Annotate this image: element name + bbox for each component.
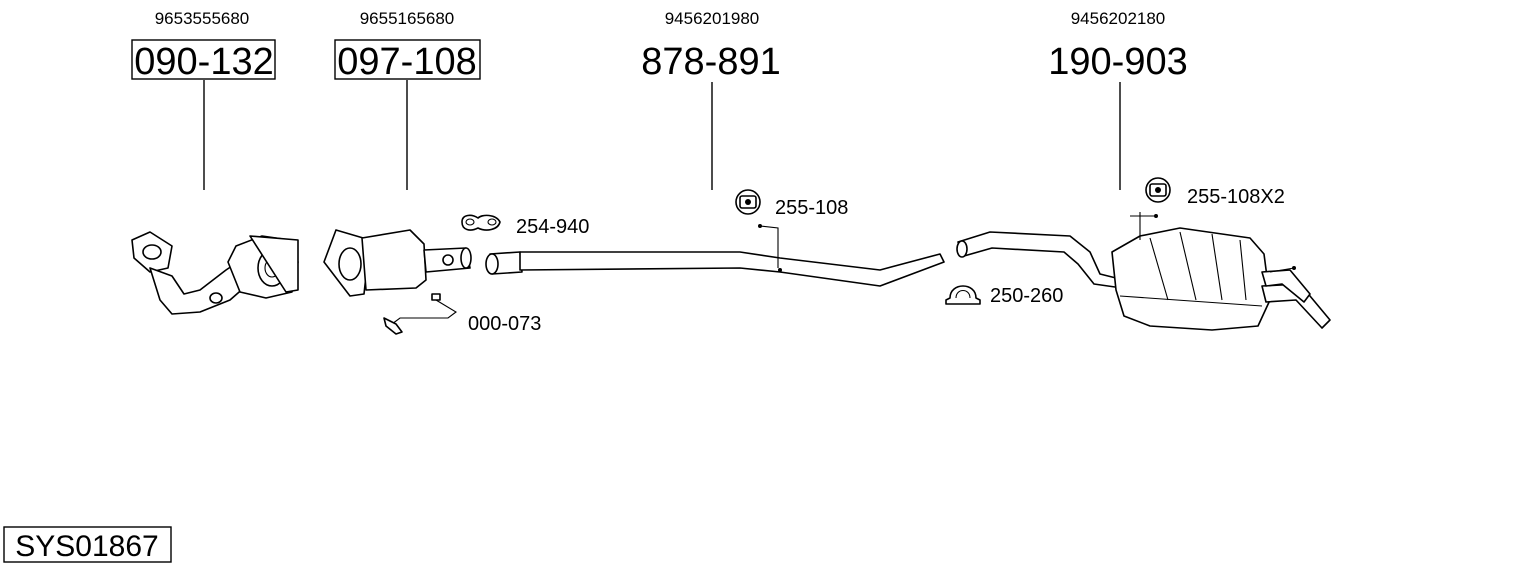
rear-silencer-drawing	[956, 212, 1331, 331]
system-code-label: SYS01867	[15, 530, 158, 563]
accessory-000-073[interactable]: 000-073	[383, 293, 541, 335]
part-090-132-group[interactable]: 9653555680 090-132	[131, 9, 299, 315]
rubber-mount-icon	[735, 189, 761, 215]
part-number-label: 190-903	[1048, 41, 1187, 83]
u-clamp-icon	[945, 285, 981, 305]
catalytic-converter-drawing	[323, 229, 472, 297]
accessory-255-108x2[interactable]: 255-108X2	[1145, 177, 1285, 208]
part-878-891-group[interactable]: 9456201980 878-891	[485, 9, 945, 287]
accessory-number-label: 000-073	[468, 313, 541, 335]
accessory-number-label: 250-260	[990, 285, 1063, 307]
part-number-box	[334, 39, 481, 80]
manifold-catalyst-drawing	[131, 231, 299, 315]
clamp-icon	[461, 214, 501, 231]
part-097-108-group[interactable]: 9655165680 097-108	[323, 9, 481, 297]
part-oe-number: 9456202180	[1071, 9, 1166, 28]
system-code-box	[3, 526, 172, 563]
intermediate-pipe-drawing	[485, 224, 945, 287]
part-number-label: 097-108	[337, 41, 476, 83]
lambda-sensor-icon	[383, 293, 457, 335]
system-code: SYS01867	[3, 526, 172, 563]
part-190-903-group[interactable]: 9456202180 190-903	[956, 9, 1331, 331]
part-oe-number: 9655165680	[360, 9, 455, 28]
part-oe-number: 9456201980	[665, 9, 760, 28]
accessory-number-label: 254-940	[516, 216, 589, 238]
accessory-255-108[interactable]: 255-108	[735, 189, 848, 219]
part-number-label: 090-132	[134, 41, 273, 83]
accessory-250-260[interactable]: 250-260	[945, 285, 1063, 307]
part-oe-number: 9653555680	[155, 9, 250, 28]
part-number-box	[131, 39, 276, 80]
accessory-number-label: 255-108X2	[1187, 186, 1285, 208]
accessory-254-940[interactable]: 254-940	[461, 214, 589, 238]
accessory-number-label: 255-108	[775, 197, 848, 219]
rubber-mount-icon	[1145, 177, 1171, 203]
part-number-label: 878-891	[641, 41, 780, 83]
